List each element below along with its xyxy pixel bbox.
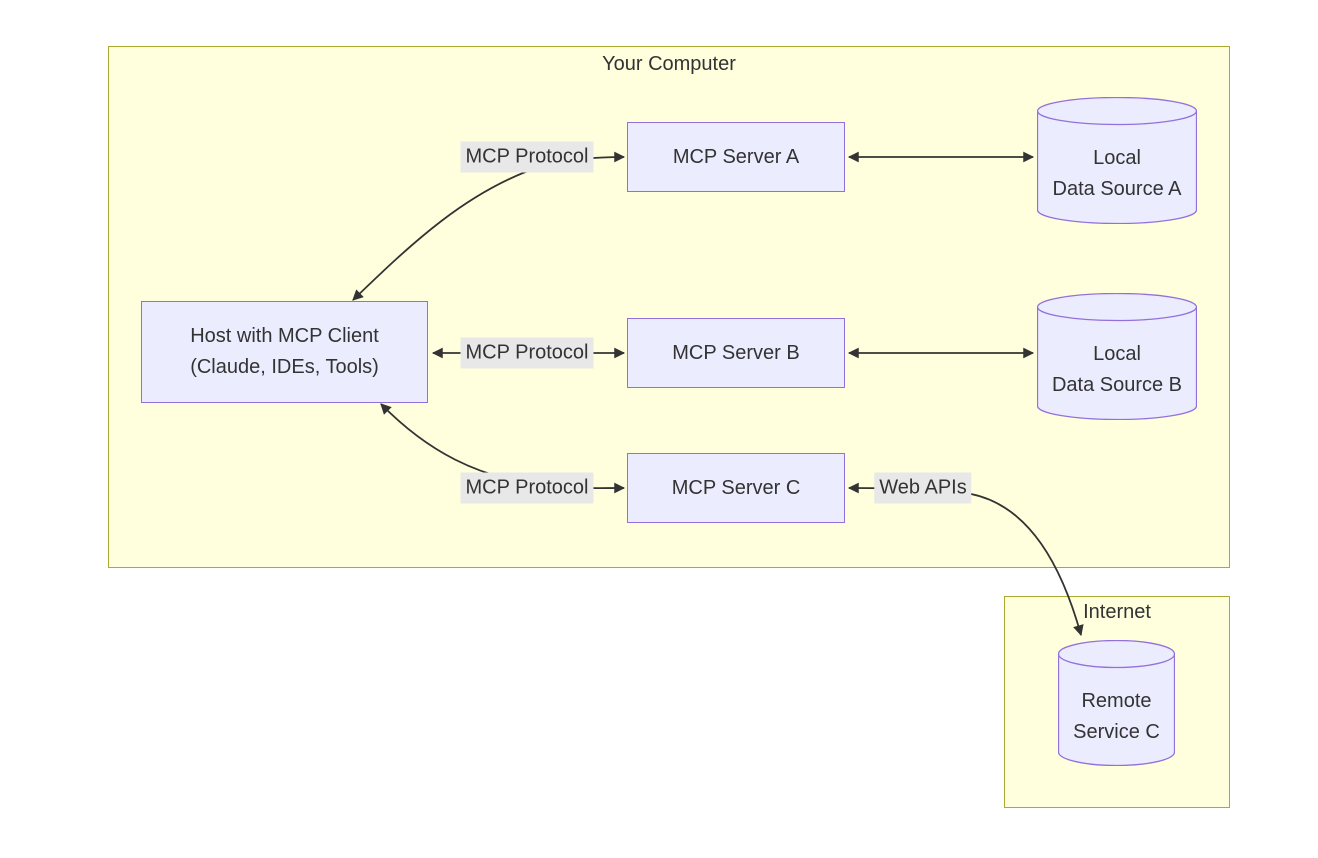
node-host-with-mcp-client: Host with MCP Client (Claude, IDEs, Tool… — [141, 301, 428, 403]
edge-label-mcp-protocol-b: MCP Protocol — [460, 337, 594, 369]
node-mcp-server-b-label: MCP Server B — [672, 341, 800, 364]
node-mcp-server-c: MCP Server C — [627, 453, 845, 523]
node-mcp-server-c-label: MCP Server C — [671, 476, 801, 499]
node-remote-service-c: Remote Service C — [1058, 640, 1175, 766]
node-local-data-source-b-label-line1: Local — [1093, 343, 1141, 365]
node-local-data-source-a-label-line1: Local — [1093, 147, 1141, 169]
node-local-data-source-b-label-line2: Data Source B — [1051, 374, 1183, 396]
edge-label-web-apis: Web APIs — [874, 472, 972, 504]
cluster-internet-title: Internet — [1083, 601, 1151, 623]
cluster-your-computer-title: Your Computer — [602, 53, 736, 75]
edge-label-mcp-protocol-a: MCP Protocol — [460, 141, 594, 173]
node-mcp-server-b: MCP Server B — [627, 318, 845, 388]
node-local-data-source-b: Local Data Source B — [1037, 293, 1197, 420]
database-cylinder-icon — [1037, 293, 1197, 420]
node-remote-service-c-label-line2: Service C — [1073, 720, 1160, 743]
node-mcp-server-a: MCP Server A — [627, 122, 845, 192]
node-host-label-line1: Host with MCP Client — [190, 325, 379, 347]
node-host-label-line2: (Claude, IDEs, Tools) — [190, 356, 379, 378]
edge-label-mcp-protocol-c: MCP Protocol — [460, 472, 594, 504]
node-mcp-server-a-label: MCP Server A — [672, 145, 800, 168]
node-local-data-source-a: Local Data Source A — [1037, 97, 1197, 224]
node-local-data-source-a-label-line2: Data Source A — [1052, 178, 1182, 200]
database-cylinder-icon — [1037, 97, 1197, 224]
node-remote-service-c-label-line1: Remote — [1081, 689, 1152, 712]
database-cylinder-icon — [1058, 640, 1175, 766]
